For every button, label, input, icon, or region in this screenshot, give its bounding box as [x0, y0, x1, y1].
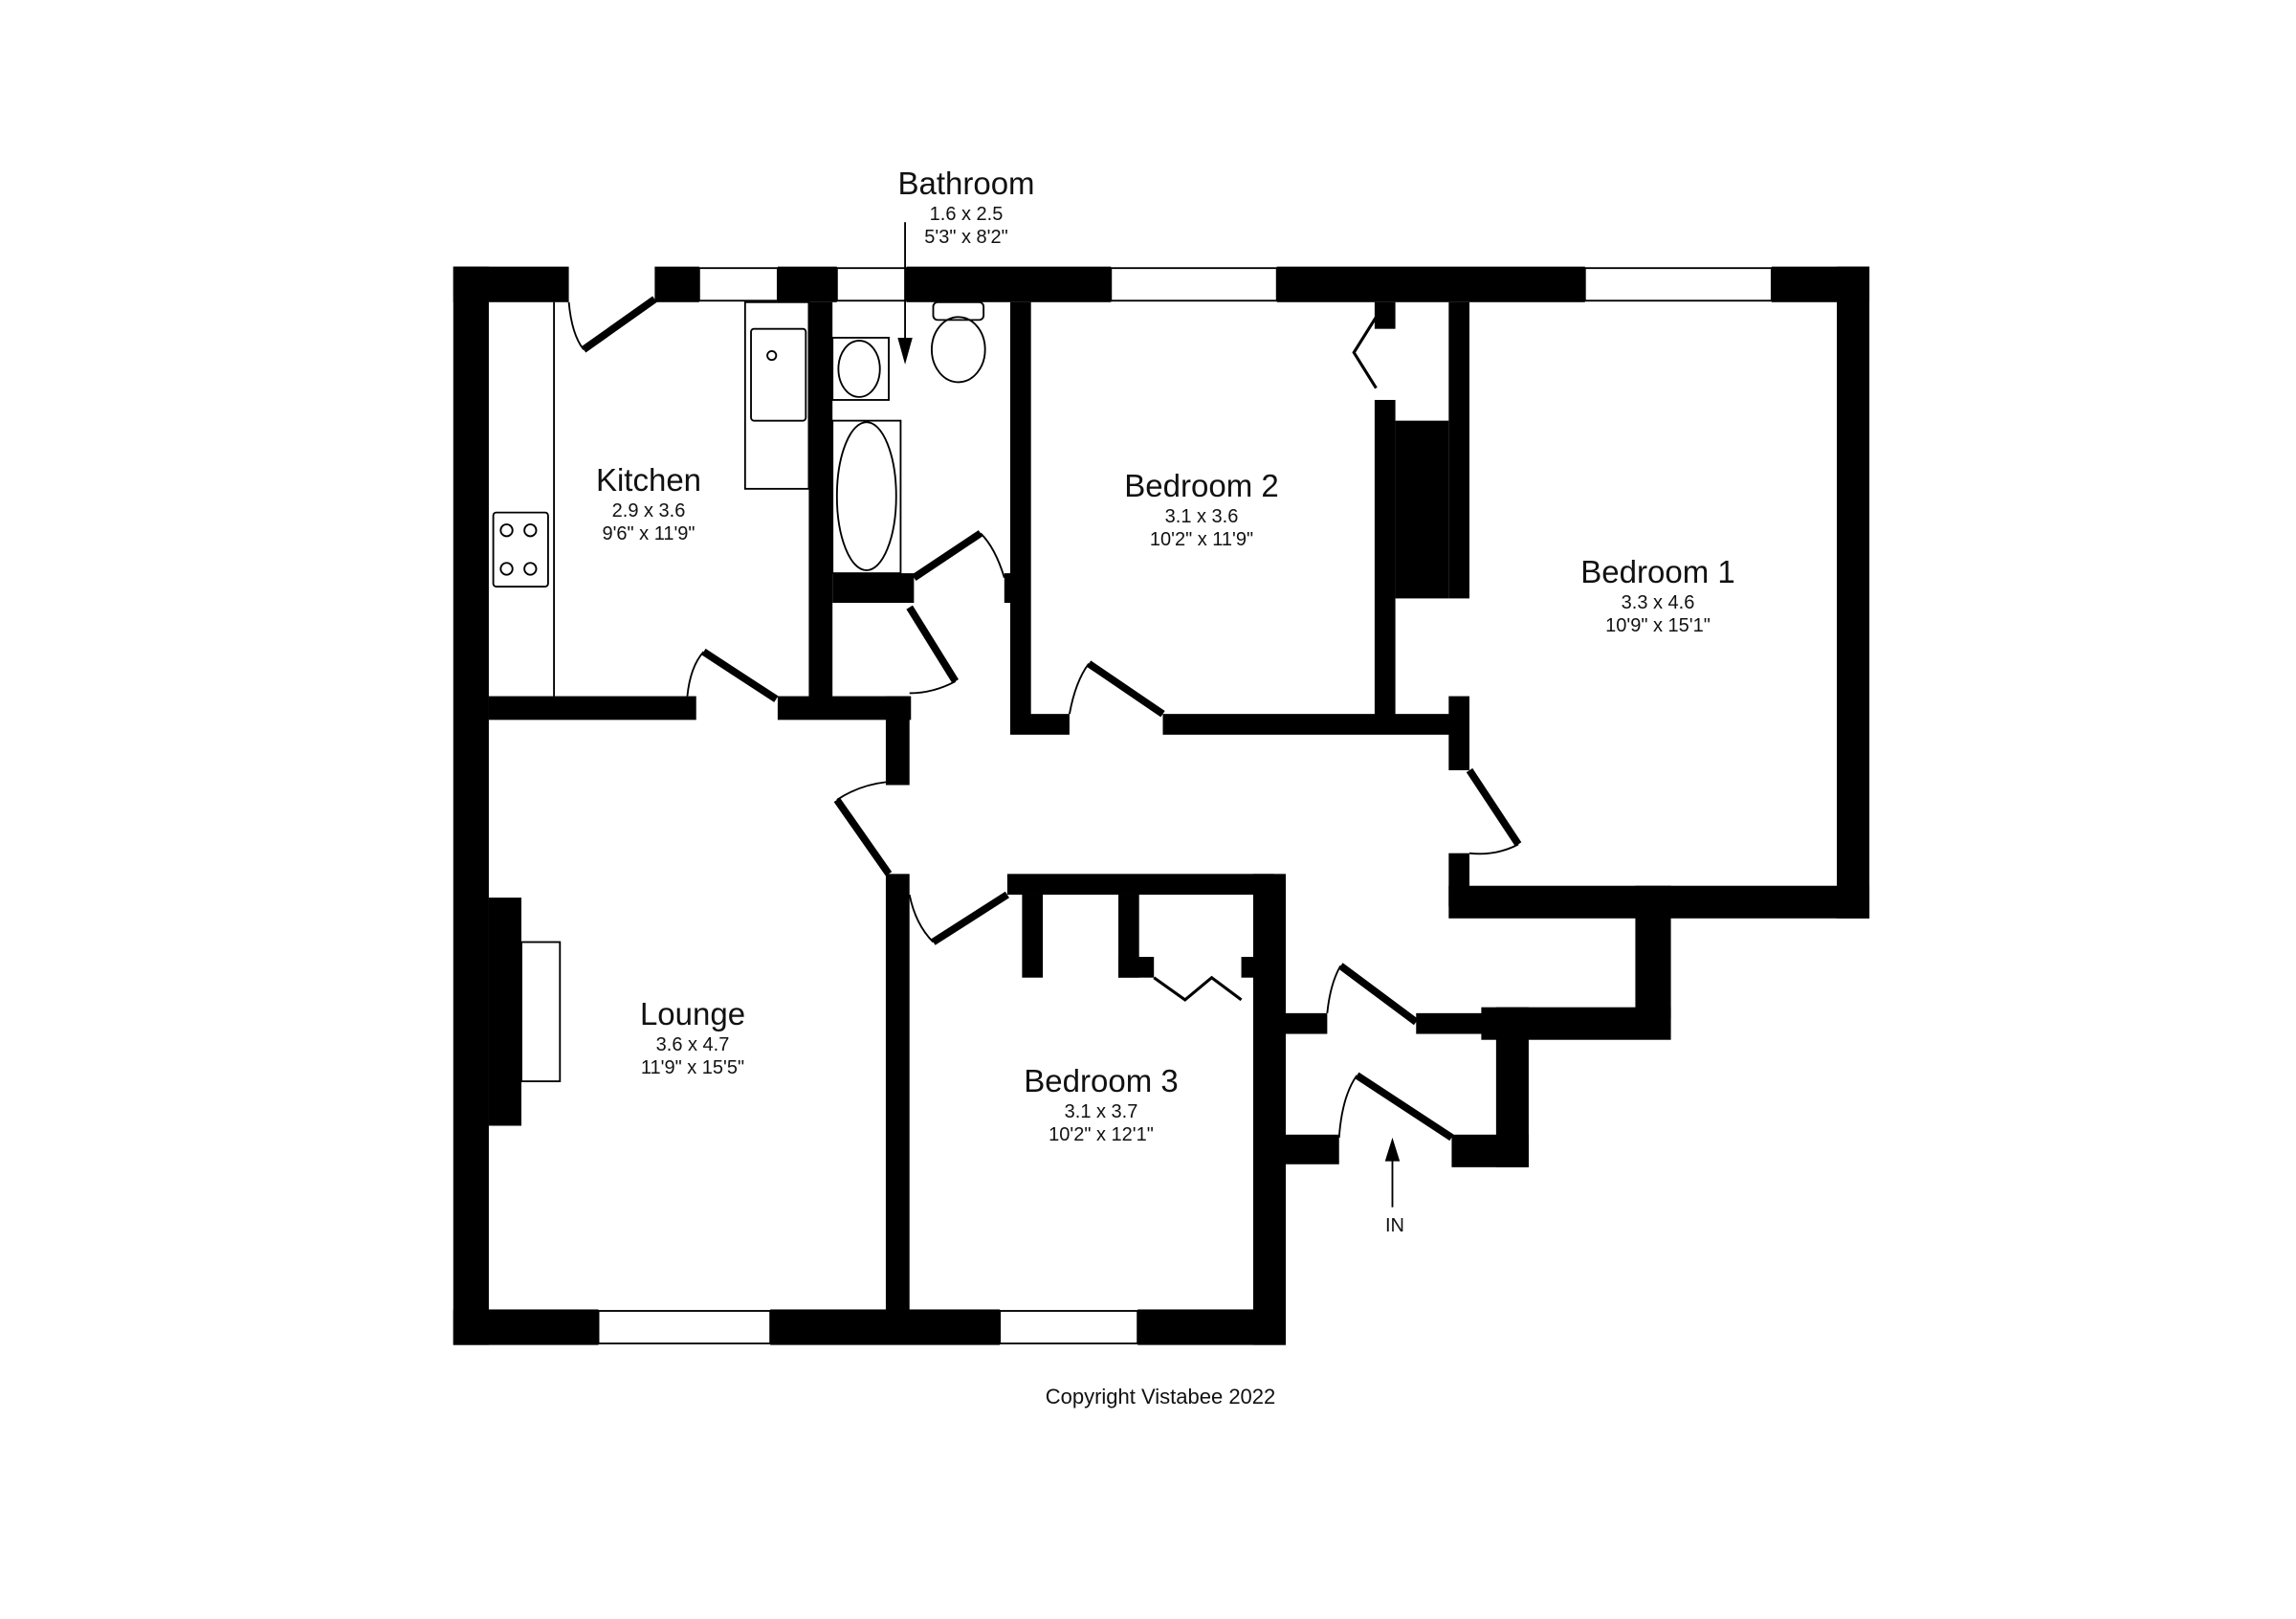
room-metric: 1.6 x 2.5 — [929, 203, 1004, 225]
copyright-text: Copyright Vistabee 2022 — [1045, 1385, 1276, 1408]
room-label-lounge: Lounge 3.6 x 4.7 11'9" x 15'5" — [640, 995, 745, 1079]
room-imperial: 9'6" x 11'9" — [602, 522, 695, 544]
room-name: Kitchen — [595, 462, 702, 498]
windows — [597, 267, 1773, 1344]
room-label-bathroom: Bathroom 1.6 x 2.5 5'3" x 8'2" — [897, 165, 1034, 249]
room-label-bedroom-2: Bedroom 2 3.1 x 3.6 10'2" x 11'9" — [1124, 467, 1278, 551]
room-metric: 3.1 x 3.7 — [1064, 1100, 1138, 1122]
room-metric: 3.6 x 4.7 — [655, 1033, 730, 1055]
room-name: Bedroom 3 — [1024, 1063, 1179, 1098]
fixtures — [492, 300, 986, 1082]
room-imperial: 5'3" x 8'2" — [924, 226, 1008, 248]
walls — [453, 266, 1870, 1345]
room-label-bedroom-1: Bedroom 1 3.3 x 4.6 10'9" x 15'1" — [1580, 553, 1734, 637]
room-label-kitchen: Kitchen 2.9 x 3.6 9'6" x 11'9" — [596, 461, 701, 545]
entrance-arrow-icon — [1384, 1137, 1401, 1162]
room-name: Bedroom 1 — [1580, 554, 1735, 589]
room-label-bedroom-3: Bedroom 3 3.1 x 3.7 10'2" x 12'1" — [1024, 1062, 1178, 1146]
room-metric: 3.3 x 4.6 — [1621, 591, 1695, 613]
room-name: Bedroom 2 — [1124, 468, 1279, 503]
entrance-label: IN — [1385, 1215, 1404, 1236]
room-imperial: 10'2" x 12'1" — [1049, 1123, 1154, 1145]
room-name: Lounge — [639, 996, 746, 1031]
arrows — [897, 222, 1401, 1208]
bathroom-arrow-icon — [897, 337, 913, 365]
doors — [567, 296, 1522, 1142]
room-imperial: 11'9" x 15'5" — [640, 1056, 745, 1078]
room-name: Bathroom — [897, 166, 1035, 201]
room-imperial: 10'2" x 11'9" — [1149, 528, 1254, 550]
room-imperial: 10'9" x 15'1" — [1605, 614, 1711, 636]
room-metric: 3.1 x 3.6 — [1164, 505, 1239, 527]
room-metric: 2.9 x 3.6 — [611, 499, 686, 521]
